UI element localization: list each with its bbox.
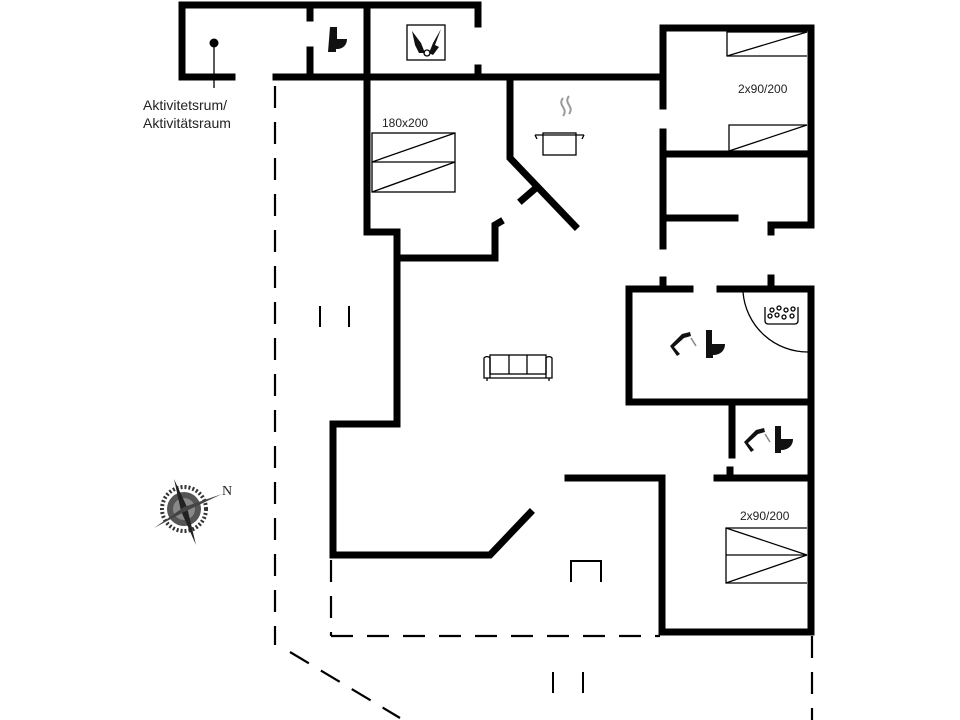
bed-size-ne: 2x90/200 — [738, 82, 788, 96]
double-bed-icon — [371, 132, 456, 193]
bed-size-se: 2x90/200 — [740, 509, 790, 523]
twin-beds-icon — [725, 527, 808, 584]
activity-ball-icon — [209, 38, 219, 88]
whirlpool-icon — [764, 305, 799, 325]
activity-label-line1: Aktivitetsrum/ — [143, 97, 228, 113]
main-walls — [329, 24, 815, 636]
toilet-icon — [328, 27, 347, 52]
shower-toilet-icon — [670, 330, 725, 358]
compass-rose-icon — [154, 479, 222, 545]
terrace-outline — [273, 86, 814, 720]
cooking-pot-icon — [534, 95, 585, 156]
sofa-icon — [483, 354, 553, 381]
annex-walls — [178, 1, 664, 81]
door-swing-arc — [742, 291, 809, 353]
washing-utility-icon — [406, 24, 446, 61]
bed-size-master: 180x200 — [382, 116, 429, 130]
twin-beds-icon — [726, 31, 808, 152]
activity-label-line2: Aktivitätsraum — [143, 115, 231, 131]
compass-north-label: N — [222, 484, 233, 499]
room-label-activity: Aktivitetsrum/ Aktivitätsraum — [143, 96, 231, 132]
shower-toilet-icon — [744, 426, 793, 453]
